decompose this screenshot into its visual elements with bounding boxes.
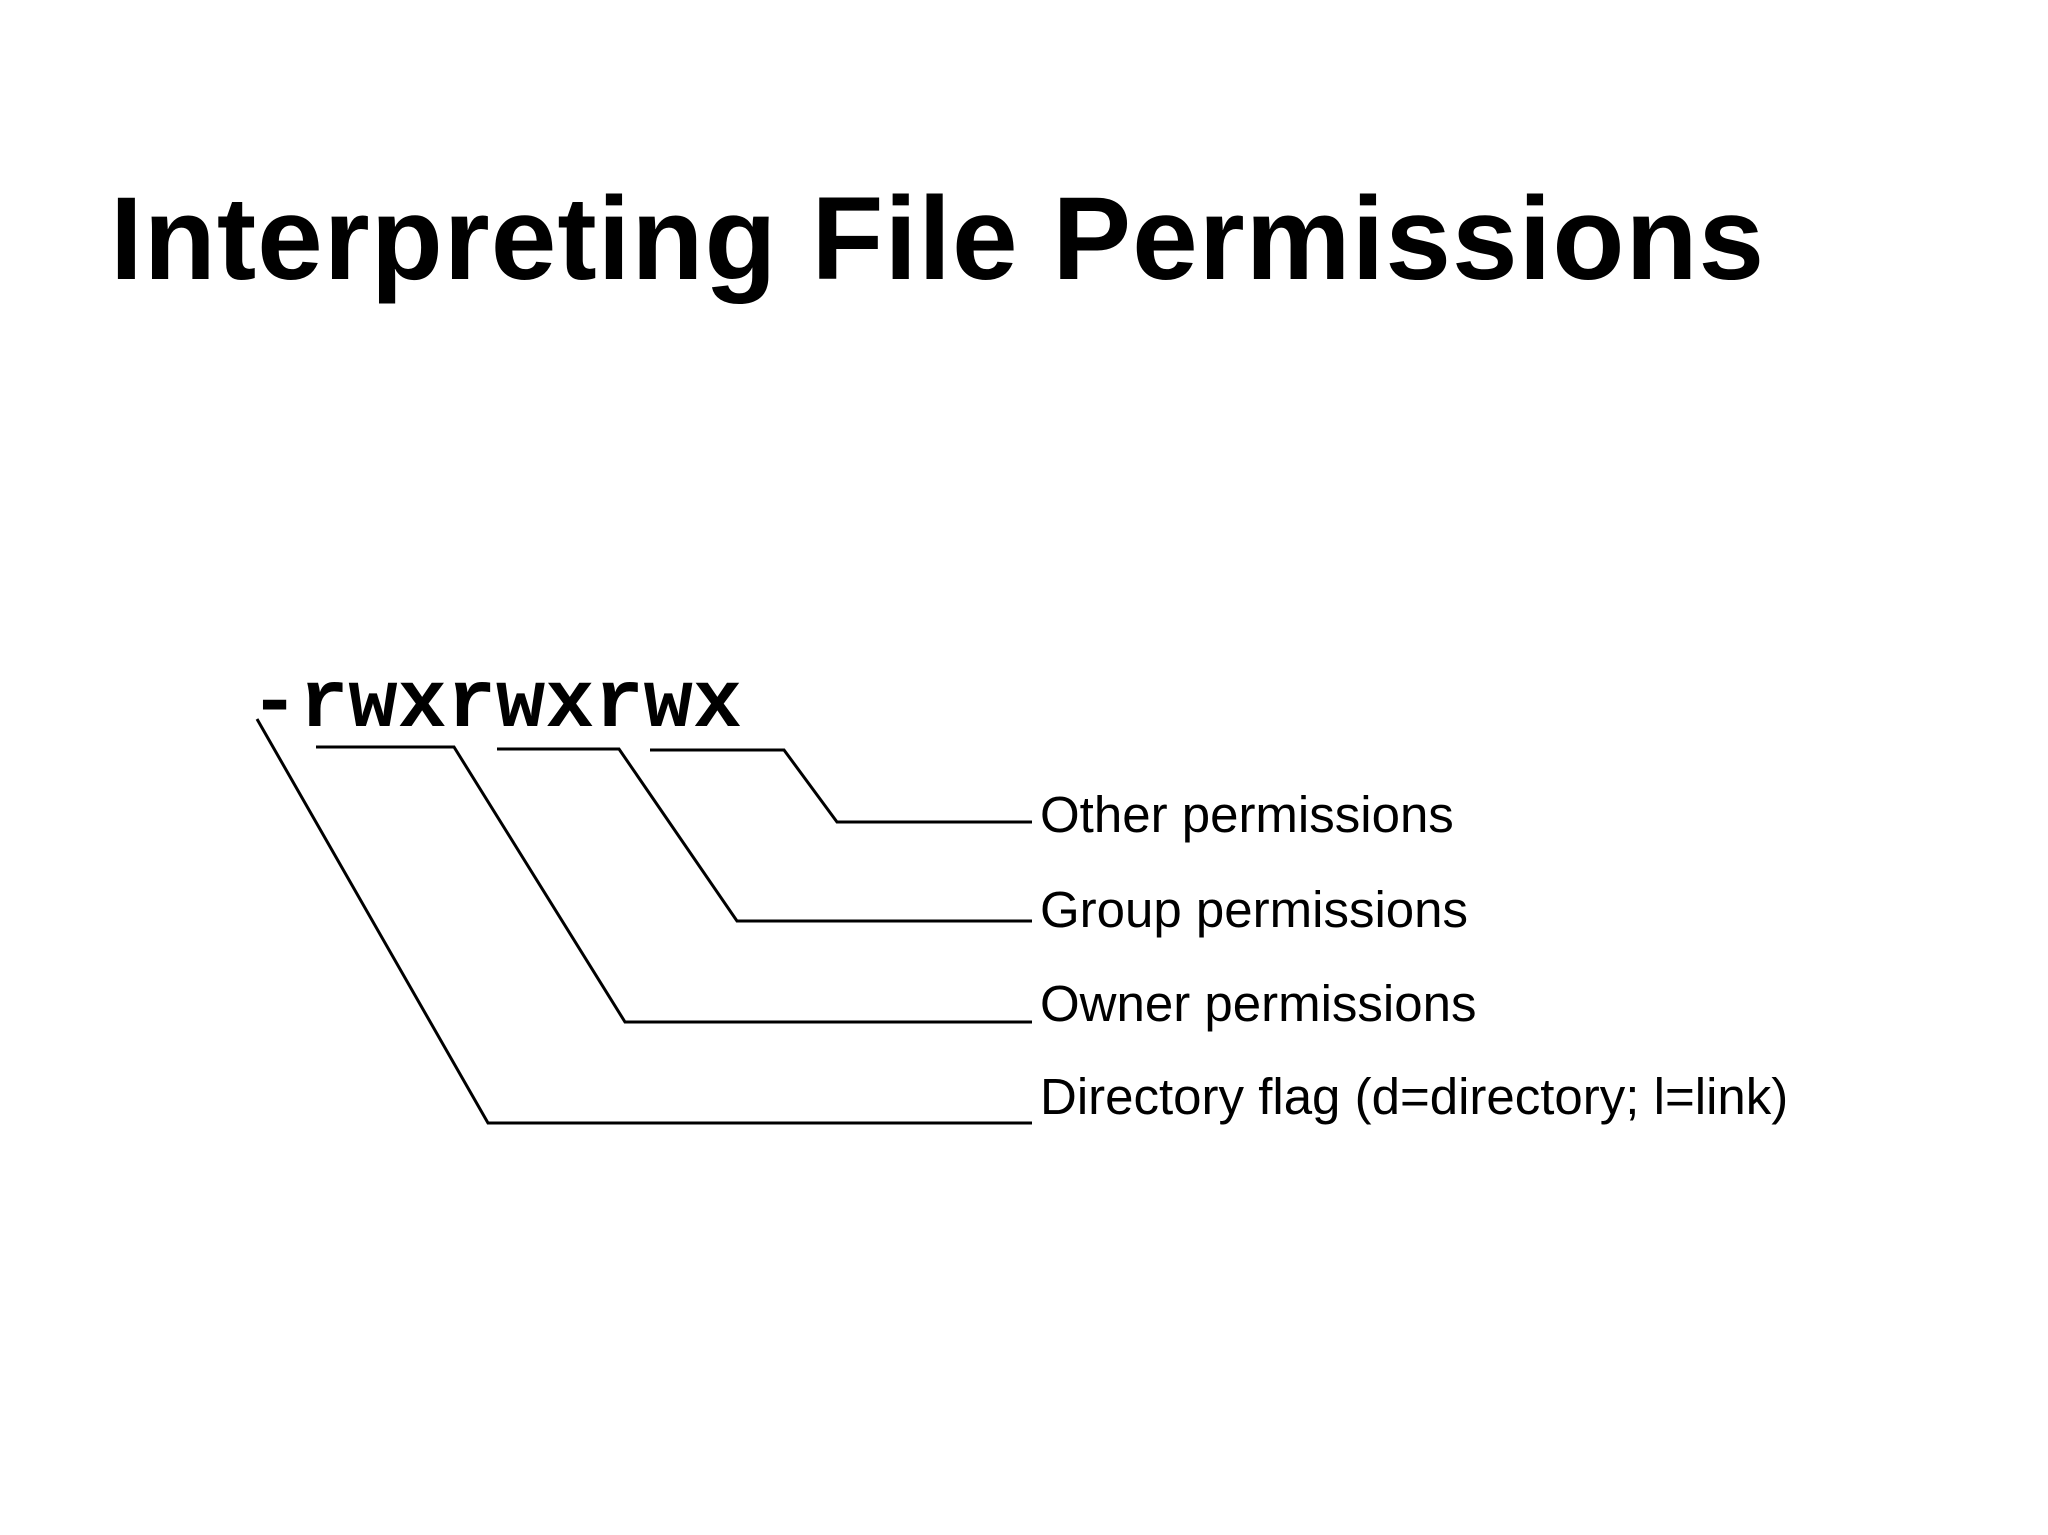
callout-line-group — [497, 747, 1032, 923]
callout-line-other — [650, 748, 1032, 824]
callout-label-directory-flag: Directory flag (d=directory; l=link) — [1040, 1068, 1789, 1125]
callout-label-group: Group permissions — [1040, 881, 1468, 938]
callout-line-directory-flag — [255, 718, 1032, 1125]
permission-string: -rwxrwxrwx — [250, 658, 743, 751]
slide-title: Interpreting File Permissions — [110, 173, 1766, 305]
callout-label-owner: Owner permissions — [1040, 975, 1477, 1032]
callout-label-other: Other permissions — [1040, 786, 1454, 843]
callout-line-owner — [316, 745, 1032, 1024]
